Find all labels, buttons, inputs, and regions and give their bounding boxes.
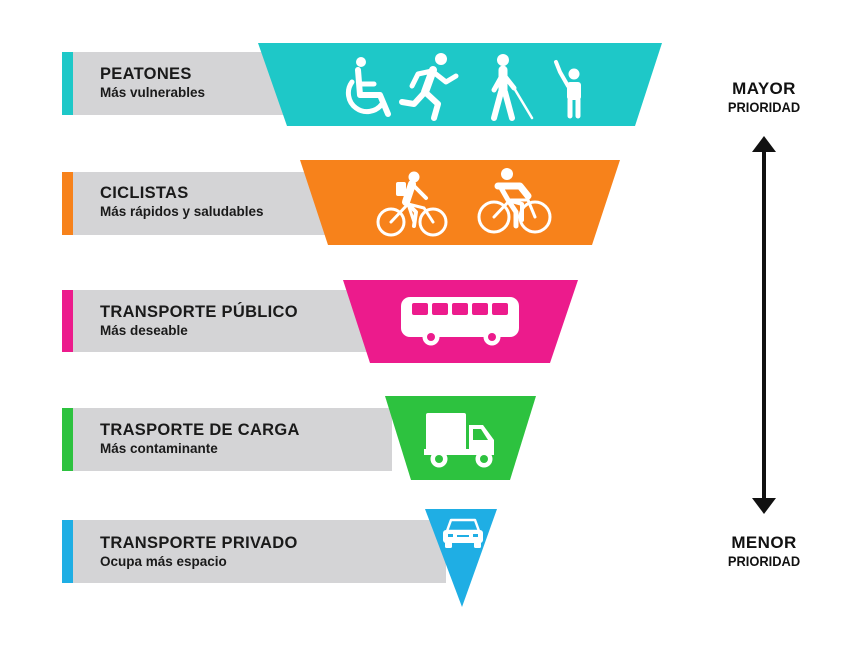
pyramid-band <box>258 43 662 126</box>
priority-top-label: MAYOR PRIORIDAD <box>704 80 824 116</box>
color-tab <box>62 290 73 352</box>
priority-bottom-label: MENOR PRIORIDAD <box>704 534 824 570</box>
arrow-up-icon <box>752 136 776 152</box>
priority-top-line1: MAYOR <box>732 79 796 98</box>
level-subtitle: Más contaminante <box>100 441 218 456</box>
bus-icon <box>401 297 519 346</box>
level-transporte-publico <box>62 280 578 363</box>
color-tab <box>62 172 73 235</box>
label-bar <box>62 520 446 583</box>
level-title: CICLISTAS <box>100 184 189 202</box>
level-trasporte-de-carga <box>62 396 536 480</box>
level-subtitle: Más rápidos y saludables <box>100 204 264 219</box>
level-subtitle: Más vulnerables <box>100 85 206 100</box>
label-bar <box>62 290 372 352</box>
label-bar <box>62 408 392 471</box>
color-tab <box>62 408 73 471</box>
road-cyclist-icon <box>477 168 552 234</box>
priority-bottom-line2: PRIORIDAD <box>727 553 801 569</box>
child-waving-icon <box>554 60 581 119</box>
priority-top-line2: PRIORIDAD <box>727 99 801 115</box>
level-title: TRANSPORTE PRIVADO <box>100 534 298 552</box>
level-ciclistas <box>62 160 620 245</box>
runner-icon <box>399 53 459 121</box>
level-transporte-privado <box>62 509 497 607</box>
level-title: TRANSPORTE PÚBLICO <box>100 303 298 321</box>
mountain-cyclist-icon <box>376 171 448 237</box>
level-subtitle: Más deseable <box>100 323 188 338</box>
level-title: PEATONES <box>100 65 192 83</box>
label-bar <box>62 172 352 235</box>
pyramid-band <box>300 160 620 245</box>
level-label-transporte-privado: TRANSPORTE PRIVADO Ocupa más espacio <box>100 533 298 571</box>
level-peatones <box>62 43 662 126</box>
wheelchair-icon <box>345 57 391 117</box>
level-label-peatones: PEATONES Más vulnerables <box>100 64 205 102</box>
level-label-trasporte-de-carga: TRASPORTE DE CARGA Más contaminante <box>100 420 300 458</box>
level-label-transporte-publico: TRANSPORTE PÚBLICO Más deseable <box>100 302 298 340</box>
car-icon <box>443 518 483 548</box>
priority-arrow <box>752 136 776 514</box>
arrow-down-icon <box>752 498 776 514</box>
priority-bottom-line1: MENOR <box>731 533 797 552</box>
level-subtitle: Ocupa más espacio <box>100 554 227 569</box>
level-title: TRASPORTE DE CARGA <box>100 421 300 439</box>
cargo-truck-icon <box>424 413 494 468</box>
level-label-ciclistas: CICLISTAS Más rápidos y saludables <box>100 183 264 221</box>
color-tab <box>62 52 73 115</box>
blind-pedestrian-icon <box>491 54 534 121</box>
color-tab <box>62 520 73 583</box>
